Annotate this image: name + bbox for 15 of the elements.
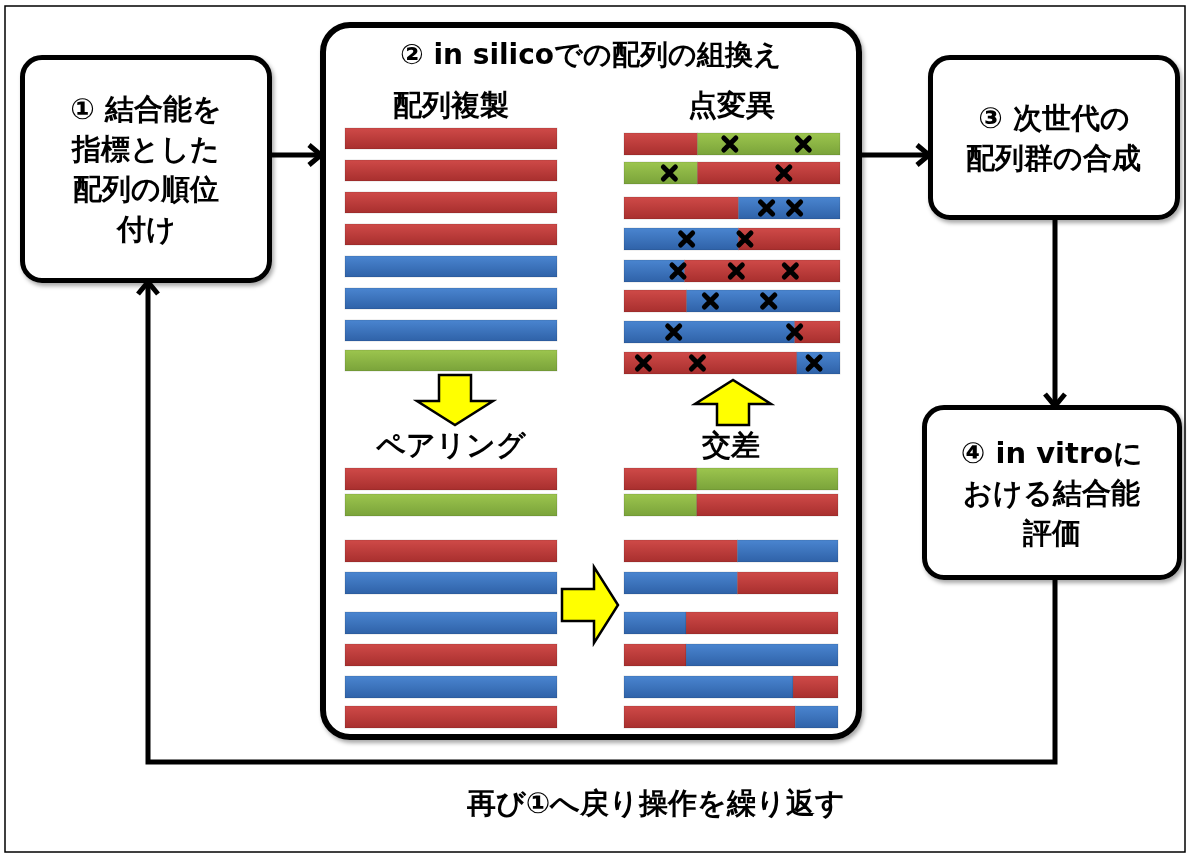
block-arrow <box>560 562 620 648</box>
process-panel <box>320 22 862 740</box>
step-heading: 交差 <box>701 427 761 464</box>
process-box <box>20 55 272 283</box>
panel-title: ② in silicoでの配列の組換え <box>399 37 783 73</box>
step-heading: ペアリング <box>375 427 527 464</box>
process-box <box>922 405 1182 580</box>
box-text: ① 結合能を指標とした配列の順位付け <box>69 91 223 248</box>
process-box <box>928 55 1180 220</box>
step-heading: 点変異 <box>686 87 776 124</box>
block-arrow <box>690 378 776 427</box>
step-heading: 配列複製 <box>392 87 510 124</box>
box-text: ③ 次世代の配列群の合成 <box>965 99 1143 177</box>
box-text: ④ in vitroにおける結合能評価 <box>959 434 1145 552</box>
block-arrow <box>412 373 498 427</box>
